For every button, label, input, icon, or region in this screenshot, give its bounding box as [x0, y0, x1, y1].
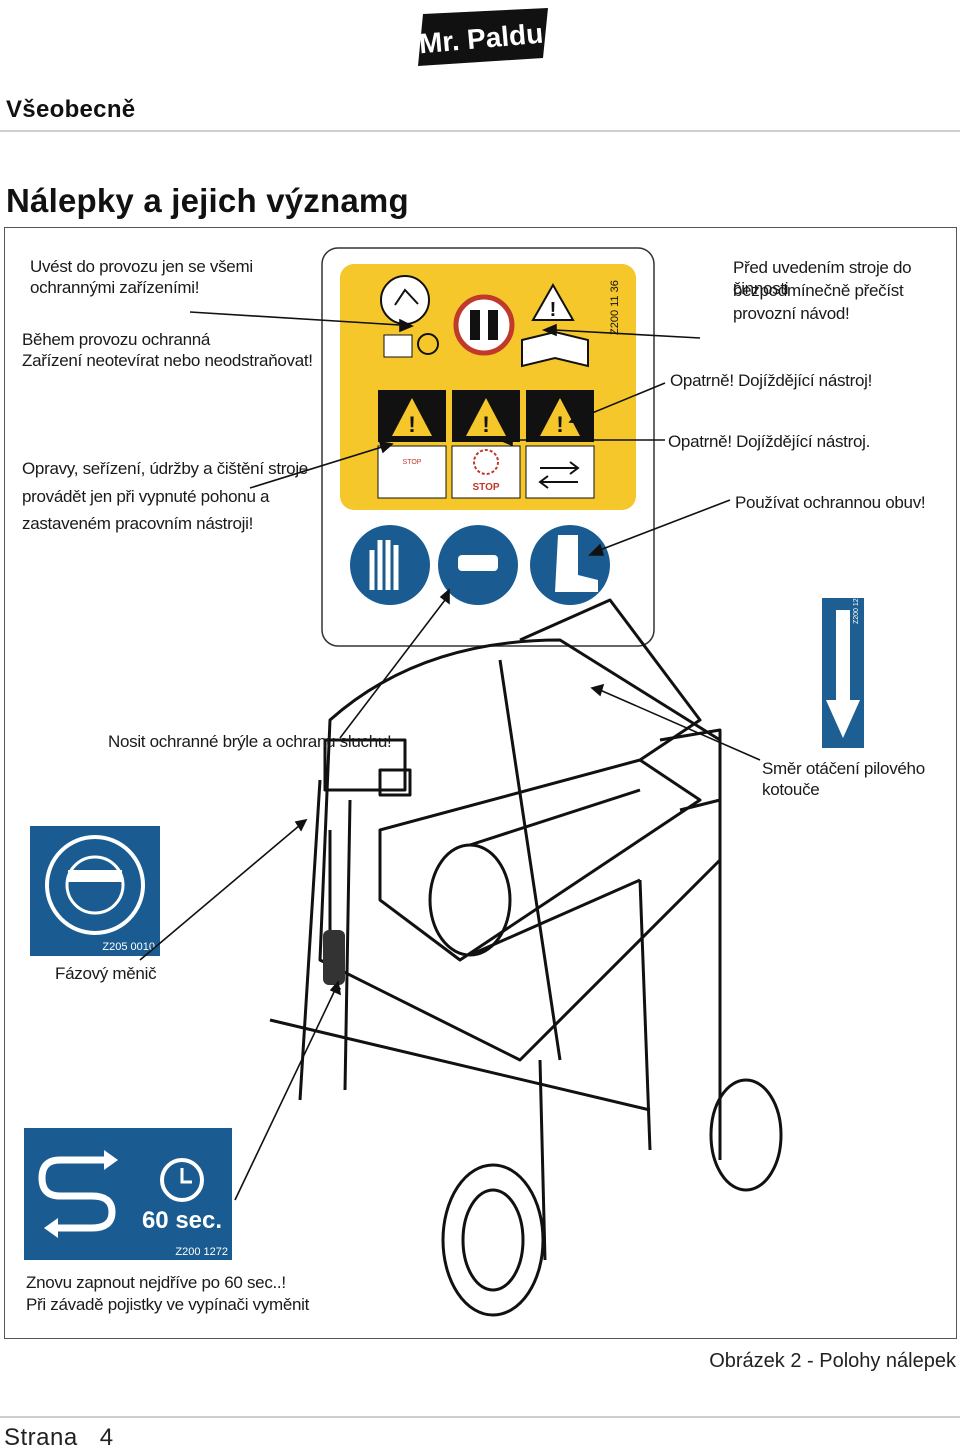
- svg-text:!: !: [556, 412, 563, 437]
- label-manual-line1: Před uvedením stroje do činnosti: [733, 258, 912, 298]
- svg-text:!: !: [482, 412, 489, 437]
- saw-machine: [269, 598, 722, 1261]
- label-startup-line2: ochrannými zařízeními!: [30, 278, 200, 297]
- label-repairs-line1: Opravy, seřízení, údržby a čištění stroj…: [22, 459, 308, 478]
- page-label: Strana: [4, 1424, 78, 1451]
- svg-text:!: !: [408, 412, 415, 437]
- label-manual-line3: provozní návod!: [733, 304, 850, 323]
- svg-text:!: !: [550, 299, 557, 321]
- page-number: 4: [99, 1424, 114, 1451]
- label-goggles: Nosit ochranné brýle a ochranu sluchu!: [108, 732, 392, 751]
- label-restart-line2: Při závadě pojistky ve vypínači vyměnit: [26, 1295, 310, 1314]
- phase-code: Z205 0010: [102, 941, 155, 953]
- restart-code: Z200 1272: [175, 1246, 228, 1258]
- figure-frame: [4, 227, 957, 1339]
- label-caution1: Opatrně! Dojíždějící nástroj!: [670, 371, 873, 390]
- label-guards-line1: Během provozu ochranná: [22, 330, 211, 349]
- label-boots: Používat ochrannou obuv!: [735, 493, 926, 512]
- label-repairs-line2: provádět jen při vypnuté pohonu a: [22, 487, 270, 506]
- phase-converter-sticker: [30, 826, 160, 956]
- label-phase-converter: Fázový měnič: [55, 964, 157, 983]
- section-title: Všeobecně: [6, 96, 136, 123]
- label-restart-line1: Znovu zapnout nejdříve po 60 sec..!: [26, 1273, 286, 1292]
- stop-large-label: STOP: [472, 482, 499, 493]
- arrow-down-icon: [826, 610, 860, 738]
- label-manual-line2: bezpodmínečně přečíst: [733, 281, 904, 300]
- warning-triangles: ! ! !: [378, 390, 594, 442]
- handle: [323, 930, 345, 985]
- arrow-code: Z200 1270: [853, 590, 860, 624]
- label-guards-line2: Zařízení neotevírat nebo neodstraňovat!: [22, 351, 313, 370]
- instruction-icons: [380, 275, 439, 358]
- label-repairs-line3: zastaveném pracovním nástroji!: [22, 514, 253, 533]
- no-people-icon: [453, 294, 515, 356]
- main-sticker-code: Z200 11 36: [609, 280, 621, 335]
- page-heading: Nálepky a jejich významg: [6, 182, 409, 219]
- wheels: [441, 1078, 783, 1317]
- divider: [0, 130, 960, 132]
- stop-small-label: STOP: [403, 459, 422, 466]
- label-rotation: Směr otáčení pilového kotouče: [762, 759, 925, 799]
- label-startup-line1: Uvést do provozu jen se všemi: [30, 257, 253, 276]
- footer-divider: [0, 1416, 960, 1418]
- brand-logo: Mr. Paldu: [418, 8, 548, 66]
- label-caution2: Opatrně! Dojíždějící nástroj.: [668, 432, 871, 451]
- figure-caption: Obrázek 2 - Polohy nálepek: [709, 1350, 956, 1372]
- page-footer: Strana 4: [4, 1424, 136, 1452]
- restart-time: 60 sec.: [142, 1207, 222, 1234]
- leader-lines: [139, 311, 761, 1201]
